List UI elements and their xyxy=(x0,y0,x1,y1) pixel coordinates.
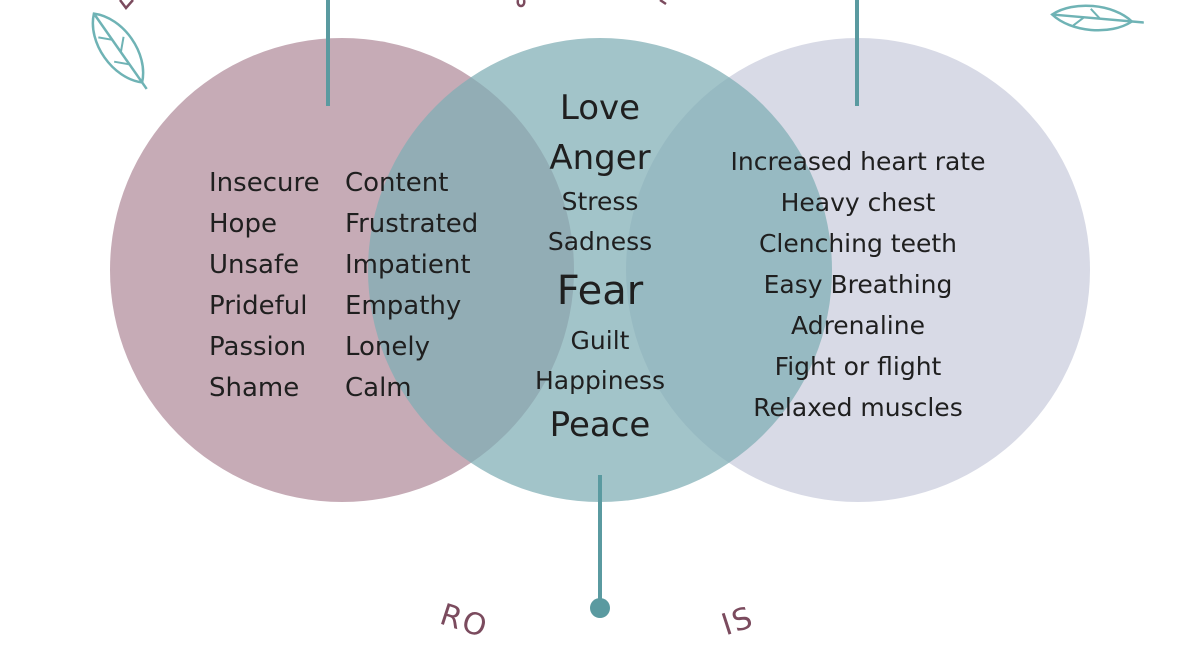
center-word: Guilt xyxy=(570,326,630,355)
bottom-connector-dot xyxy=(590,598,610,618)
left-word: Calm xyxy=(345,373,412,403)
center-circle xyxy=(368,38,832,502)
center-word: Anger xyxy=(549,138,651,178)
center-word: Stress xyxy=(561,187,639,216)
left-word: Impatient xyxy=(345,250,471,280)
right-word: Easy Breathing xyxy=(763,270,953,299)
left-word: Unsafe xyxy=(209,250,300,280)
center-word: Sadness xyxy=(547,227,653,256)
right-word: Heavy chest xyxy=(780,188,936,217)
top-center-label-fragment xyxy=(516,0,526,8)
center-word: Peace xyxy=(549,405,651,445)
right-word: Clenching teeth xyxy=(758,229,958,258)
left-word: Content xyxy=(345,168,449,198)
left-word: Insecure xyxy=(209,168,320,198)
leaf-icon xyxy=(91,12,148,90)
right-word: Fight or flight xyxy=(774,352,942,381)
left-word: Passion xyxy=(209,332,307,362)
left-word: Shame xyxy=(209,373,300,403)
right-word: Relaxed muscles xyxy=(753,393,963,422)
left-word: Frustrated xyxy=(345,209,479,239)
center-word: Love xyxy=(559,88,641,128)
left-word: Lonely xyxy=(345,332,431,362)
center-word: Happiness xyxy=(534,366,666,395)
left-word: Prideful xyxy=(209,291,308,321)
left-word: Empathy xyxy=(345,291,462,321)
left-word: Hope xyxy=(209,209,277,239)
leaf-icon xyxy=(1050,4,1144,32)
right-word: Increased heart rate xyxy=(730,147,986,176)
center-word: Fear xyxy=(556,268,644,314)
right-word: Adrenaline xyxy=(791,311,925,340)
top-right-label-fragment xyxy=(659,0,667,6)
top-left-label-fragment xyxy=(119,0,134,10)
venn-diagram xyxy=(91,0,1144,618)
